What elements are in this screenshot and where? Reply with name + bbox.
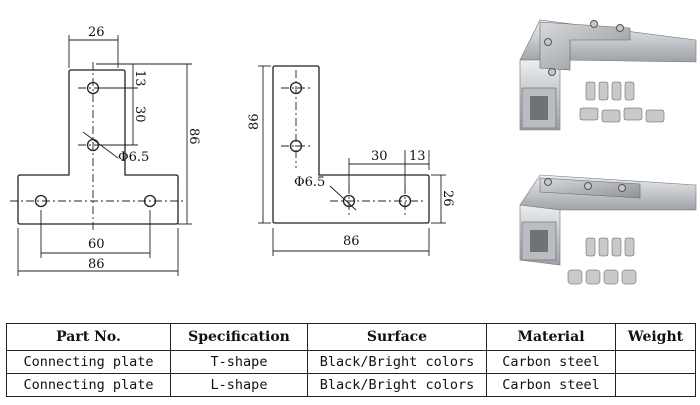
header-surface: Surface	[307, 323, 487, 351]
t-shape-outline	[17, 69, 179, 225]
l-dim-phi: Φ6.5	[294, 175, 325, 190]
product-photos	[500, 0, 700, 300]
header-material: Material	[486, 323, 616, 351]
l-dim-30: 30	[371, 149, 388, 164]
t-dim-phi: Φ6.5	[118, 150, 149, 165]
header-weight: Weight	[615, 323, 696, 351]
l-dim-26: 26	[440, 190, 455, 207]
t-assembly-photo	[519, 174, 697, 285]
l-assembly-photo	[519, 19, 697, 131]
t-dim-26: 26	[88, 25, 105, 40]
cell-material: Carbon steel	[486, 350, 616, 374]
l-shape-outline	[272, 65, 430, 224]
t-dim-60: 60	[88, 237, 105, 252]
cell-surface: Black/Bright colors	[307, 350, 487, 374]
table-row: Connecting plate T-shape Black/Bright co…	[6, 350, 696, 374]
t-dim-86-horizontal: 86	[88, 257, 105, 272]
t-dim-86-vertical: 86	[186, 128, 201, 145]
l-dim-86-horizontal: 86	[343, 234, 360, 249]
l-dim-13: 13	[409, 149, 426, 164]
t-dim-13: 13	[132, 70, 147, 87]
spec-table: Part No. Specification Surface Material …	[6, 323, 696, 397]
technical-drawings: 26 13 30 86 Φ6.5 60 86 86 30 13 Φ6.5 26 …	[10, 25, 455, 276]
cell-surface: Black/Bright colors	[307, 373, 487, 397]
header-part-no: Part No.	[6, 323, 171, 351]
l-dim-86-vertical: 86	[247, 113, 262, 130]
cell-weight	[615, 373, 696, 397]
cell-specification: T-shape	[170, 350, 308, 374]
table-row: Connecting plate L-shape Black/Bright co…	[6, 373, 696, 397]
cell-part-no: Connecting plate	[6, 350, 171, 374]
cell-part-no: Connecting plate	[6, 373, 171, 397]
cell-material: Carbon steel	[486, 373, 616, 397]
t-dim-30: 30	[132, 106, 147, 123]
cell-specification: L-shape	[170, 373, 308, 397]
cell-weight	[615, 350, 696, 374]
table-header-row: Part No. Specification Surface Material …	[6, 323, 696, 351]
header-specification: Specification	[170, 323, 308, 351]
